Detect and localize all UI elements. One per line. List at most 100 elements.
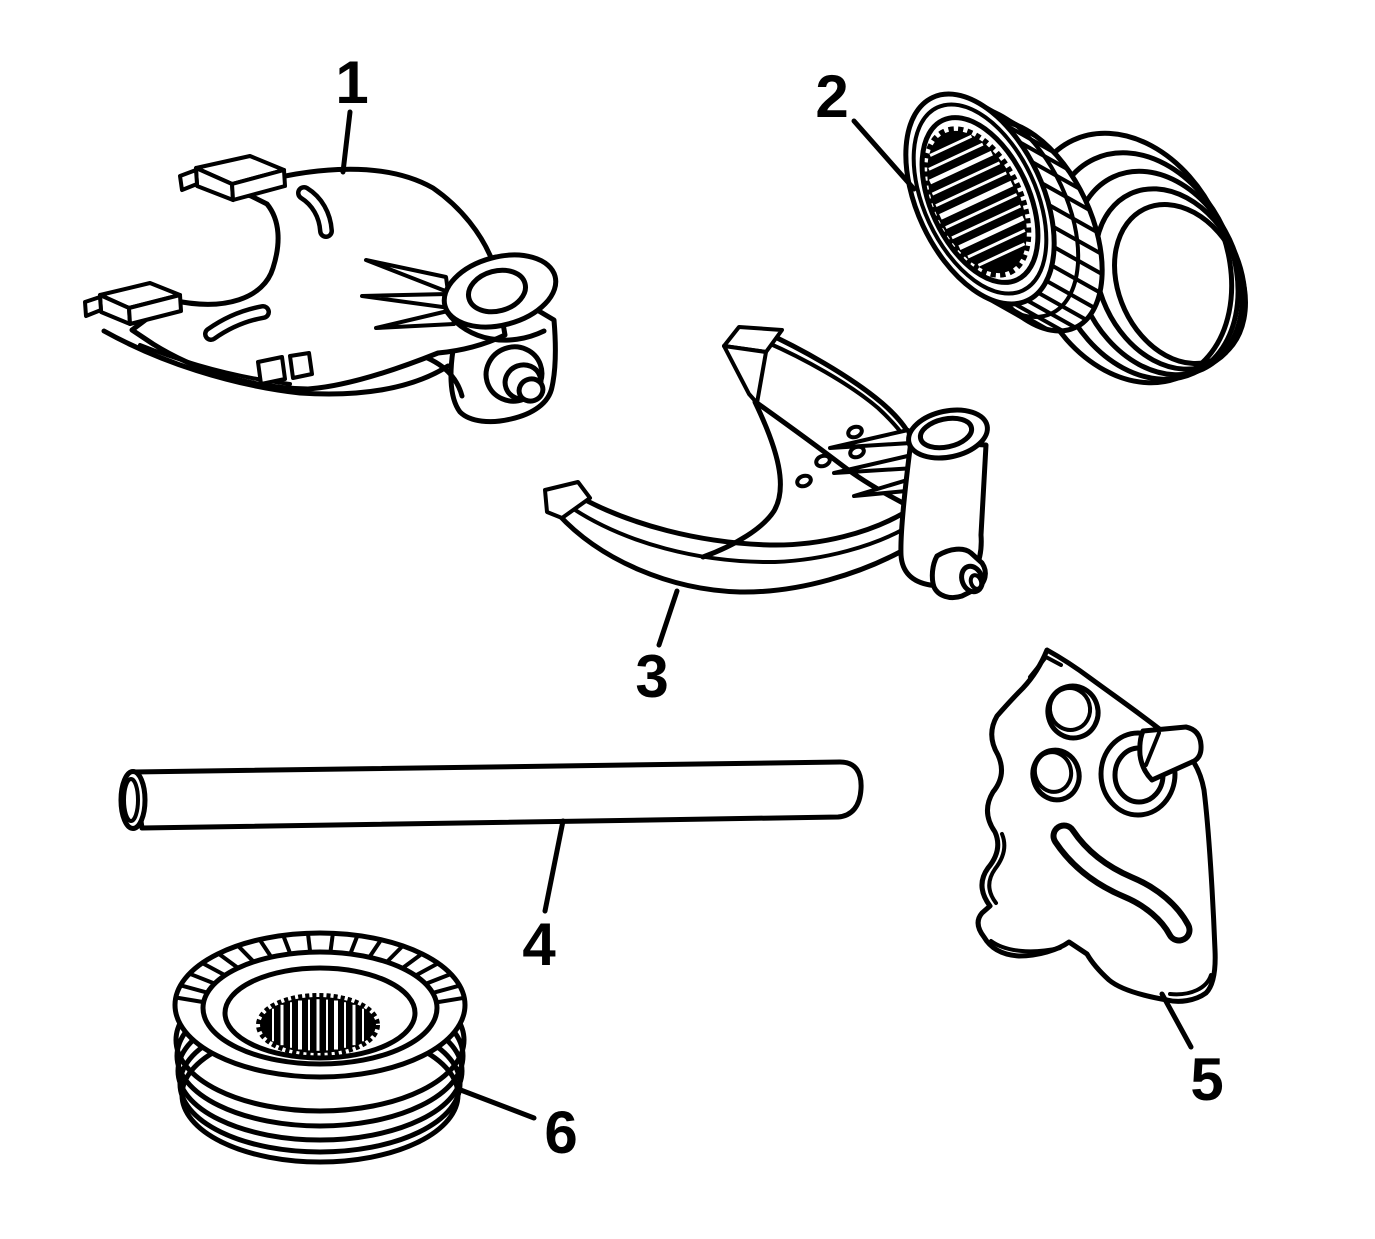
part-1-upper-pad-notch [178,168,199,192]
gear-tooth-line [1018,140,1069,172]
part-1-slot-inner [207,308,267,338]
gear-tooth-line [188,971,216,986]
gear-tooth-line [1053,245,1104,276]
part-5-detent-bracket-drawing [975,647,1218,1004]
spline-stripe [945,193,1018,229]
part-1-lower-pad-notch [83,295,103,318]
gear-tooth-line [1047,203,1098,234]
part-1-pin-tip [516,376,546,404]
part-1-upper-pad-front [230,168,287,202]
gear-tooth-line [328,933,335,953]
gear-tooth-line [1037,291,1088,322]
spline-stripe [977,242,1026,267]
callout-3-number: 3 [635,643,668,710]
part-5-hole-inner-rim [1032,750,1074,794]
gear-tooth-line [432,983,461,995]
part-3-rib [828,428,913,450]
part-1-band-bottom-edge [101,328,451,397]
gear-tooth-line [414,961,440,978]
part-3-rivet-hole [795,473,813,489]
callouts: 1 2 3 4 5 6 [335,49,1223,1166]
gear-tooth-line [436,995,465,1005]
callout-1-number: 1 [335,49,368,116]
part-6-spline-stripes [272,999,364,1051]
gear-tooth-line [257,938,273,959]
callout-2-number: 2 [815,63,848,130]
callout-1-leader [340,109,353,175]
callout-4-number: 4 [522,911,556,978]
callout-5-number: 5 [1190,1046,1223,1113]
gear-tooth-line [1026,298,1077,330]
part-6-gear-teeth [175,933,465,1005]
part-3-boss-bore [917,415,975,451]
spline-stripe [967,229,1026,259]
part-1-lower-pad-front [127,293,183,326]
spline-stripe [928,142,984,171]
part-4-shift-shaft-drawing [118,759,864,831]
gear-tooth-line [236,944,256,964]
spline-stripe [935,171,1007,208]
part-1-hub-bore [466,267,528,315]
part-5-guide-slot-inner [1056,828,1187,938]
part-3-lower-band-top [575,493,905,548]
gear-tooth-line [179,983,209,995]
part-4-rod-end-face [122,777,140,823]
part-3-lower-tip-pad [543,480,592,520]
gear-tooth-line [367,938,383,959]
spline-stripe [951,204,1022,240]
part-2-spline-stripes [928,134,1026,267]
spline-stripe [931,161,1001,196]
part-2-synchronizer-assembly-drawing [903,91,1248,386]
part-3-prong-pad-front [722,344,768,405]
gear-tooth-line [348,934,360,955]
part-3-shift-fork-drawing [543,325,990,601]
part-1-band-clip [256,355,287,386]
part-3-rivet-hole [814,453,832,469]
part-1-band-clip [288,351,314,380]
callout-6-number: 6 [544,1099,577,1166]
gear-tooth-line [401,952,424,970]
part-5-edge-thickness [989,939,1062,954]
part-3-lower-band-bottom [555,511,903,595]
gear-tooth-line [175,995,204,1005]
gear-tooth-line [1040,181,1091,212]
callout-4-leader [542,818,566,914]
part-3-upper-band-outer [757,327,913,439]
spline-stripe [929,134,973,157]
gear-tooth-line [424,972,452,986]
gear-tooth-line [1052,224,1103,256]
callout-2-leader [851,118,917,192]
part-2-drum-groove [1112,201,1248,367]
gear-tooth-line [201,961,226,978]
part-5-hole-inner-rim [1047,686,1093,732]
spline-stripe [939,180,1014,220]
part-5-edge-thickness [987,832,1007,905]
callout-5-leader [1159,991,1194,1050]
callout-6-leader [455,1086,537,1121]
part-3-lower-band-mid [570,506,904,565]
gear-tooth-line [1030,160,1081,191]
gear-tooth-line [1045,279,1096,310]
part-3-pin-tip-end [968,573,984,591]
part-1-shift-fork-drawing [83,154,559,425]
spline-stripe [928,150,993,185]
gear-tooth-line [385,944,405,964]
part-1-slot-inner [300,189,330,235]
part-2-face-inner-line [911,102,1049,296]
gear-tooth-line [999,300,1049,332]
gear-tooth-line [1050,263,1101,295]
part-3-inner-c-curve [700,399,783,560]
part-3-rivet-hole [846,424,864,440]
callout-3-leader [656,588,680,648]
gear-tooth-line [1004,123,1055,154]
part-4-rod-body [131,759,864,831]
part-5-edge-thickness [1028,654,1063,679]
part-3-upper-band-edge [764,340,908,441]
part-5-stud-step-line [1144,731,1161,767]
part-3-rib [832,453,917,475]
gear-tooth-line [305,933,313,953]
part-5-edge-thickness [1168,973,1213,997]
gear-tooth-line [1013,302,1064,333]
